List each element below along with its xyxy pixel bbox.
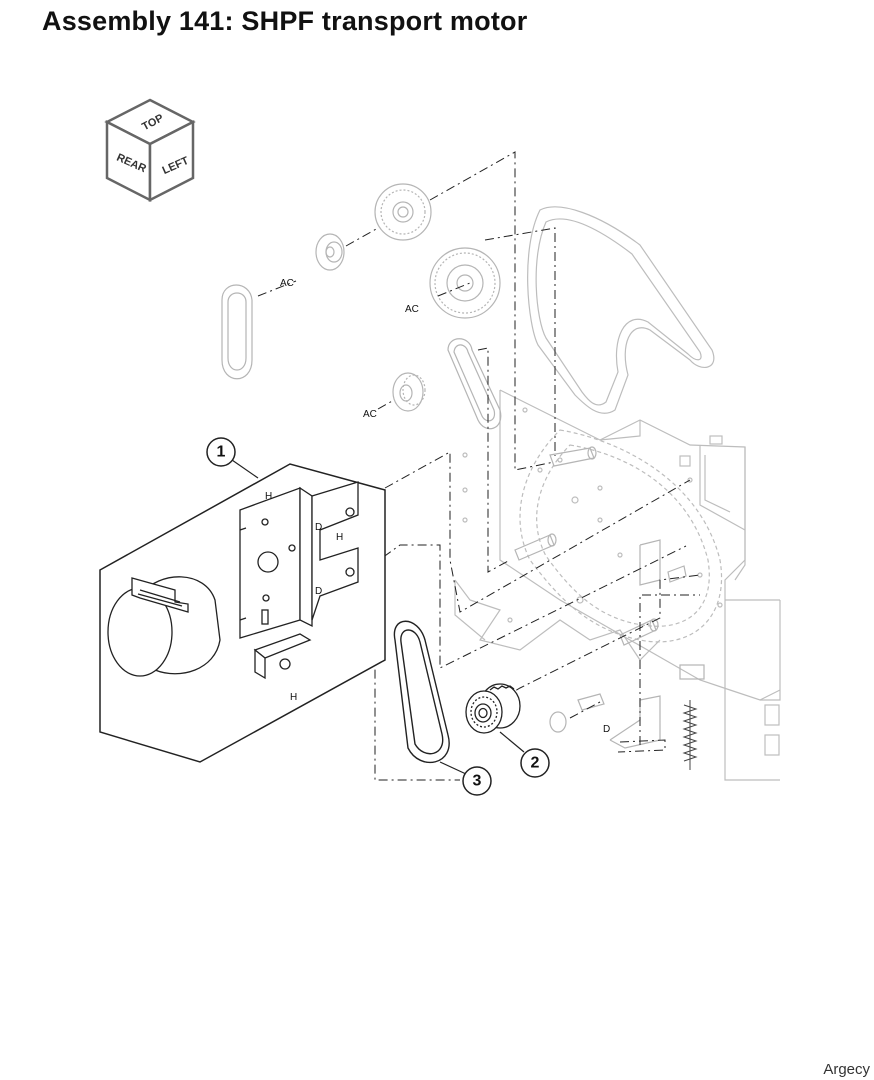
label-h-upper: H (265, 491, 272, 502)
footer-brand: Argecy (823, 1061, 870, 1078)
label-d-middle: D (315, 586, 322, 597)
drive-gear (465, 683, 521, 734)
drive-belt (393, 620, 450, 764)
transport-motor (107, 576, 221, 677)
callout-2-number: 2 (531, 755, 540, 772)
label-d-upper: D (315, 522, 322, 533)
label-ac-middle: AC (405, 304, 419, 315)
callout-2: 2 (499, 731, 550, 778)
callout-3: 3 (439, 761, 492, 796)
label-d-lower: D (603, 724, 610, 735)
callout-1-number: 1 (217, 444, 226, 461)
label-h-middle: H (336, 532, 343, 543)
motor-bracket (239, 481, 359, 680)
label-h-lower: H (290, 692, 297, 703)
callout-3-number: 3 (473, 773, 482, 790)
orientation-cube-icon: TOP REAR LEFT (104, 98, 196, 203)
label-ac-top: AC (280, 278, 294, 289)
label-ac-lower: AC (363, 409, 377, 420)
upper-gear-train-ghost (221, 183, 705, 749)
printer-frame-ghost (454, 206, 781, 781)
callout-1: 1 (206, 437, 259, 479)
page-title: Assembly 141: SHPF transport motor (42, 6, 528, 36)
reference-labels: AC AC AC D D D H H H (265, 278, 610, 735)
